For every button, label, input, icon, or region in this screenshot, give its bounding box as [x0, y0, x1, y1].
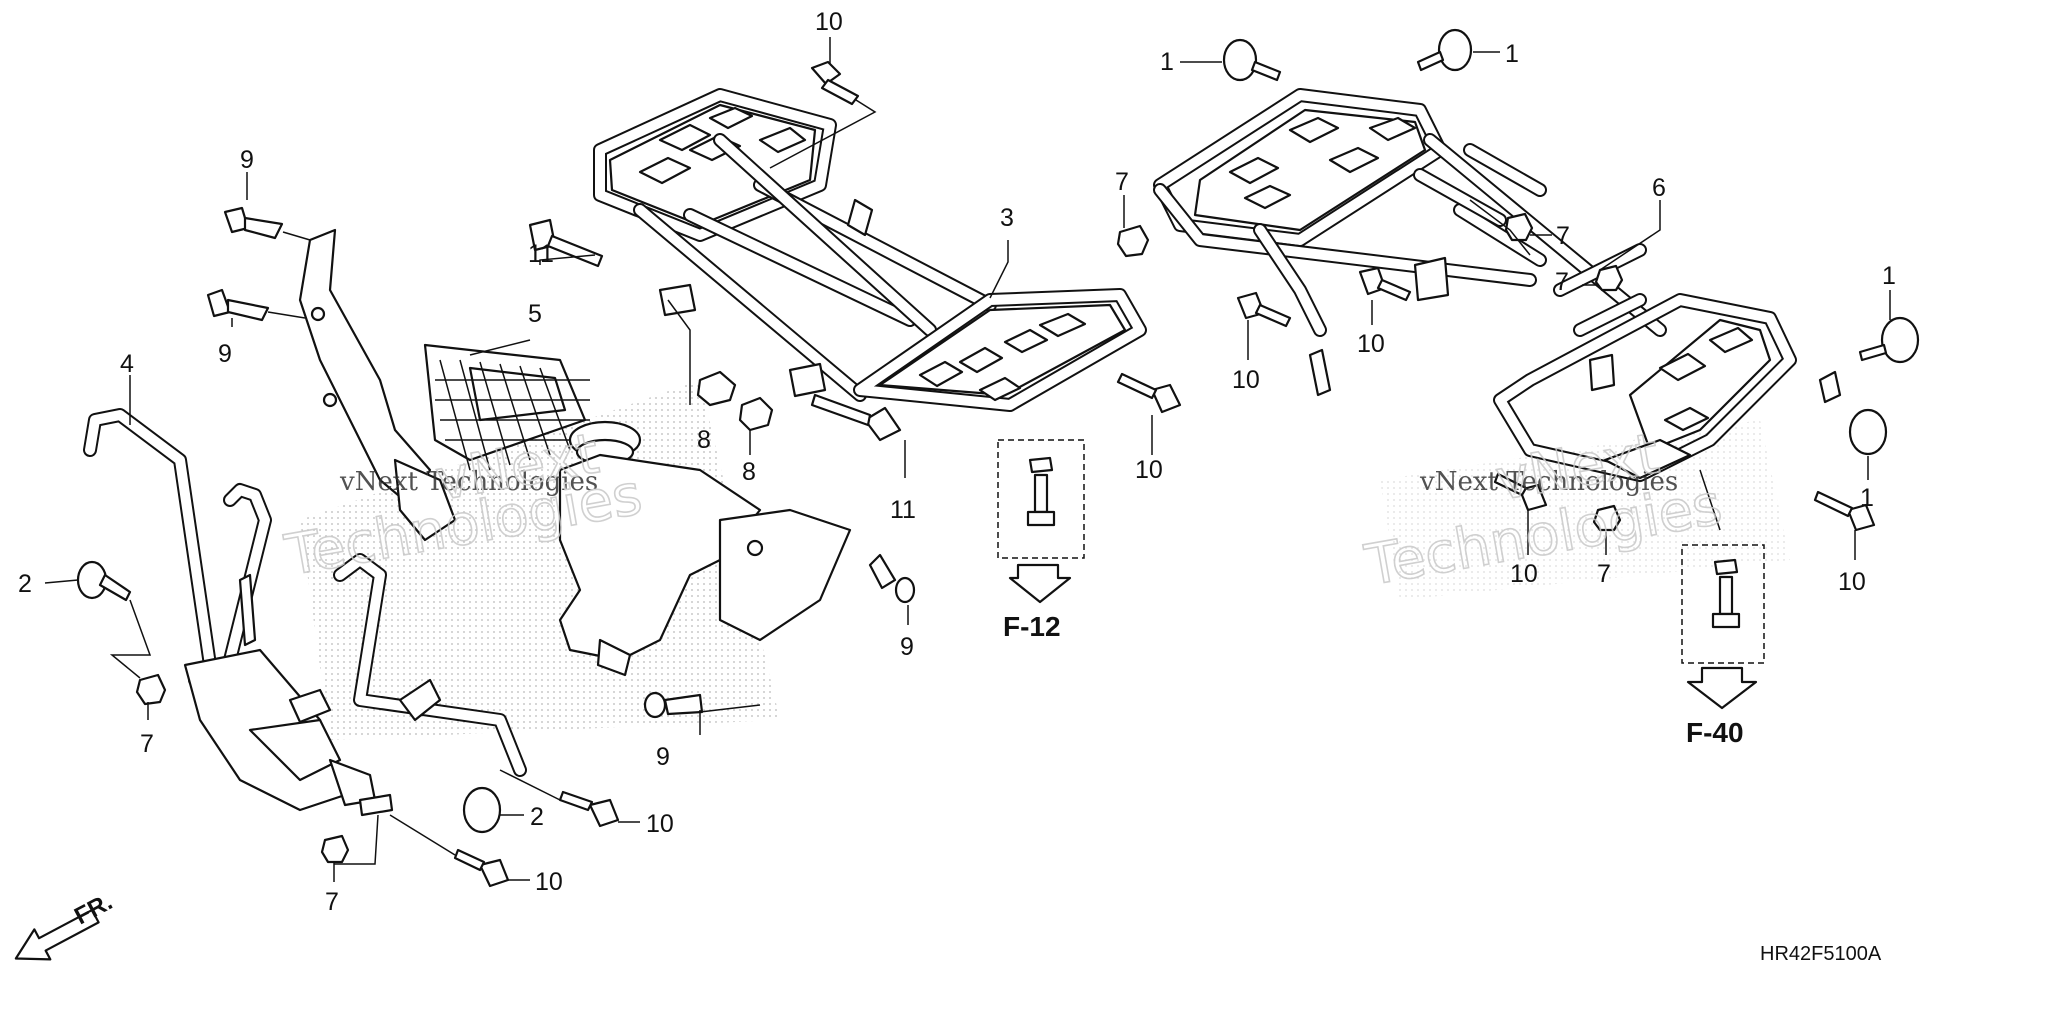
front-cowl-left	[298, 228, 457, 542]
callout-7: 7	[1556, 222, 1570, 250]
callout-10: 10	[1135, 456, 1163, 484]
grommet-1-a	[1222, 38, 1282, 82]
bolt-10-f	[1236, 291, 1292, 328]
reference-f40: F-40	[1686, 717, 1744, 748]
callout-labels: 10 9 9 4 5 3 11 8 8 11 10 2 7 9 9 2 10 1…	[18, 8, 1896, 916]
bolt-10-h	[1493, 472, 1548, 512]
f12-reference-box	[997, 439, 1085, 604]
rear-carrier-part-6	[1153, 88, 1842, 482]
callout-2: 2	[18, 570, 32, 598]
callout-1: 1	[1882, 262, 1896, 290]
leader-lines	[44, 37, 1891, 882]
reference-f12: F-12	[1003, 611, 1061, 642]
callout-7: 7	[1115, 168, 1129, 196]
front-direction-arrow	[14, 908, 100, 961]
callout-10: 10	[1232, 366, 1260, 394]
watermark-text-left: vNext Technologies	[339, 467, 598, 497]
front-grille-part-5	[423, 343, 642, 471]
bolt-10-g	[1813, 490, 1876, 532]
bolt-11-a	[528, 218, 604, 268]
bolt-11-b	[810, 393, 902, 442]
callout-7: 7	[140, 730, 154, 758]
callout-7: 7	[1555, 268, 1569, 296]
callout-3: 3	[1000, 204, 1014, 232]
callout-4: 4	[120, 350, 134, 378]
callout-9: 9	[240, 146, 254, 174]
callout-1: 1	[1160, 48, 1174, 76]
callout-10: 10	[1838, 568, 1866, 596]
front-carrier-part-3	[593, 88, 1147, 412]
nut-7-f	[1592, 504, 1622, 532]
bolt-10-b	[1116, 372, 1182, 414]
callout-8: 8	[697, 426, 711, 454]
bolt-10-top	[810, 60, 860, 106]
callout-11: 11	[890, 496, 916, 524]
bolt-10-e	[1358, 266, 1412, 302]
clip-9-a	[223, 206, 284, 240]
callout-1: 1	[1505, 40, 1519, 68]
nut-7-a	[135, 673, 167, 706]
grommet-1-d	[1848, 408, 1888, 456]
nut-7-d	[1504, 212, 1534, 242]
bolt-10-c	[558, 790, 620, 828]
bolt-10-d	[453, 848, 510, 888]
grommet-1-b	[1416, 28, 1473, 72]
clip-9-c	[868, 553, 916, 604]
callout-10: 10	[646, 810, 674, 838]
watermark-text-right: vNext Technologies	[1419, 467, 1678, 497]
callout-9: 9	[656, 743, 670, 771]
nut-7-b	[320, 834, 350, 864]
callout-5: 5	[528, 300, 542, 328]
watermark-dot-area-right	[1380, 420, 1790, 600]
clip-9-b	[206, 288, 270, 322]
front-guard-part-4	[83, 408, 527, 817]
callout-6: 6	[1652, 174, 1666, 202]
callout-10: 10	[535, 868, 563, 896]
callout-8: 8	[742, 458, 756, 486]
callout-10: 10	[1357, 330, 1385, 358]
callout-1: 1	[1860, 484, 1874, 512]
callout-7: 7	[325, 888, 339, 916]
callout-11: 11	[528, 240, 554, 268]
callout-9: 9	[900, 633, 914, 661]
front-cowl-lower	[558, 453, 852, 677]
callout-2: 2	[530, 803, 544, 831]
nut-7-c	[1116, 224, 1150, 258]
nut-7-e	[1594, 264, 1624, 292]
grommet-2-a	[76, 560, 132, 602]
nut-8-a	[696, 370, 737, 407]
callout-9: 9	[218, 340, 232, 368]
callout-10: 10	[815, 8, 843, 36]
grommet-1-c	[1858, 316, 1920, 364]
grommet-2-b	[462, 786, 502, 834]
callout-7: 7	[1597, 560, 1611, 588]
nut-8-b	[738, 396, 774, 432]
callout-10: 10	[1510, 560, 1538, 588]
diagram-code: HR42F5100A	[1760, 943, 1882, 965]
f40-reference-box	[1681, 544, 1765, 710]
